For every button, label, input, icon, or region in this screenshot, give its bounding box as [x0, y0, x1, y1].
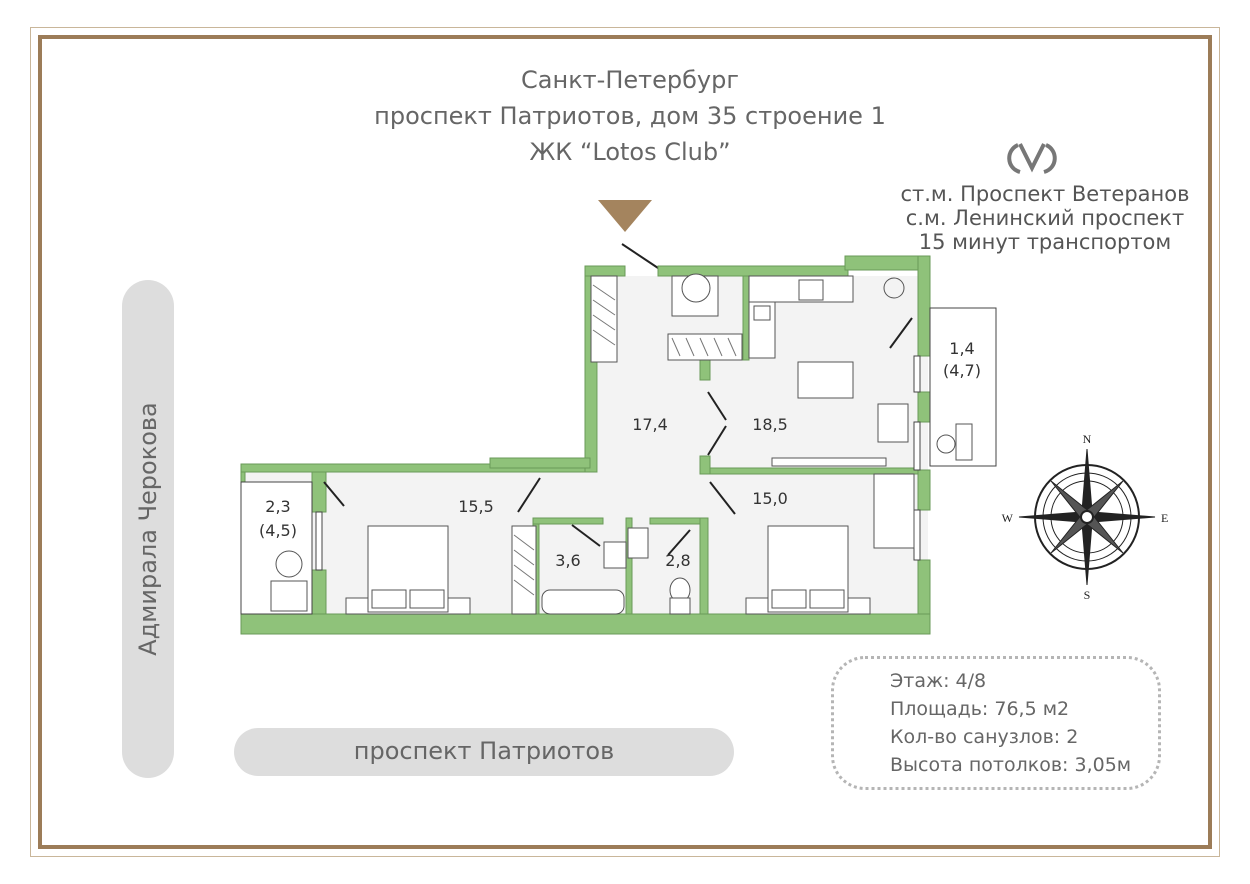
street-horizontal: проспект Патриотов	[234, 728, 734, 776]
compass-north: N	[1083, 432, 1092, 446]
metro-line1: ст.м. Проспект Ветеранов	[900, 182, 1190, 206]
balcony-right-total: (4,7)	[943, 361, 981, 380]
address-street: проспект Патриотов, дом 35 строение 1	[374, 102, 886, 130]
compass-east: E	[1161, 511, 1168, 525]
info-floor: Этаж: 4/8	[890, 670, 987, 692]
info-ceiling: Высота потолков: 3,05м	[890, 754, 1132, 776]
address-complex: ЖК “Lotos Club”	[529, 138, 731, 166]
street-vertical: Адмирала Черокова	[122, 280, 174, 778]
metro-line2: с.м. Ленинский проспект	[905, 206, 1185, 230]
metro-icon	[1007, 143, 1057, 174]
metro-line3: 15 минут транспортом	[918, 230, 1172, 254]
info-bathrooms: Кол-во санузлов: 2	[890, 726, 1079, 748]
balcony-right-area: 1,4	[949, 339, 974, 358]
room-hall-area: 17,4	[632, 415, 668, 434]
street-vertical-label: Адмирала Черокова	[134, 402, 162, 656]
address-city: Санкт-Петербург	[521, 66, 739, 94]
room-bath-area: 3,6	[555, 551, 580, 570]
balcony-left-total: (4,5)	[259, 521, 297, 540]
compass-west: W	[1002, 511, 1014, 525]
street-horizontal-label: проспект Патриотов	[353, 737, 615, 765]
room-bedroom-right-area: 15,0	[752, 489, 788, 508]
room-kitchen-area: 18,5	[752, 415, 788, 434]
compass-rose-icon: N S E W	[1002, 432, 1169, 602]
room-wc-area: 2,8	[665, 551, 690, 570]
entrance-arrow-icon	[598, 200, 652, 232]
outer-frame	[30, 27, 1220, 857]
balcony-left-area: 2,3	[265, 497, 290, 516]
compass-south: S	[1084, 588, 1091, 602]
info-area: Площадь: 76,5 м2	[890, 698, 1070, 720]
inner-frame	[38, 35, 1212, 849]
apartment-info-box: Этаж: 4/8 Площадь: 76,5 м2 Кол-во санузл…	[831, 656, 1161, 790]
room-bedroom-left-area: 15,5	[458, 497, 494, 516]
